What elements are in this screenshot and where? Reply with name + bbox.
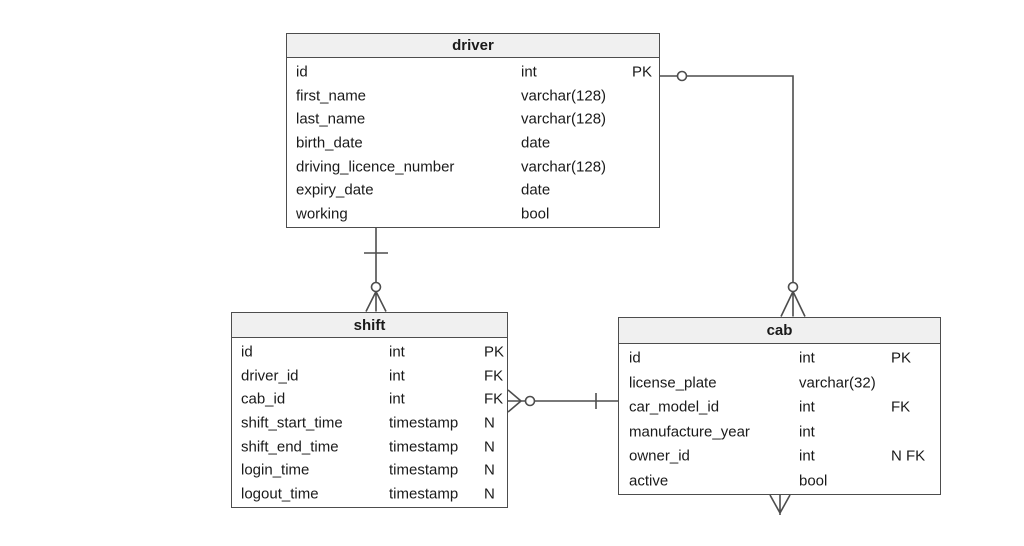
column-row: login_time timestamp N: [232, 459, 507, 483]
entity-title: cab: [619, 318, 940, 344]
column-name: shift_end_time: [241, 438, 339, 456]
column-name: owner_id: [629, 447, 690, 465]
cardinality-zero-circle-icon: [524, 395, 536, 407]
column-key: FK: [891, 398, 911, 416]
column-name: id: [629, 349, 641, 367]
column-row: driving_licence_number varchar(128): [287, 155, 659, 179]
column-name: last_name: [296, 110, 366, 128]
relationship-driver-cab[interactable]: [658, 70, 806, 317]
cardinality-many-crowsfoot-icon: [365, 291, 387, 312]
entity-title: shift: [232, 313, 507, 338]
relationship-shift-cab[interactable]: [507, 389, 619, 413]
column-row: id int PK: [619, 346, 940, 371]
column-row: manufacture_year int: [619, 420, 940, 445]
column-row: owner_id int N FK: [619, 444, 940, 469]
cardinality-zero-circle-icon: [787, 281, 799, 293]
relationship-cab-south[interactable]: [769, 494, 791, 515]
entity-driver[interactable]: driver id int PK first_name varchar(128)…: [286, 33, 660, 228]
column-type: varchar(128): [521, 158, 607, 176]
column-row: shift_start_time timestamp N: [232, 411, 507, 435]
column-key: N: [484, 414, 495, 432]
column-key: PK: [631, 63, 652, 81]
column-type: timestamp: [389, 414, 459, 432]
column-type: varchar(128): [521, 87, 607, 105]
column-type: int: [799, 398, 815, 416]
column-type: bool: [521, 205, 550, 223]
column-name: login_time: [241, 461, 310, 479]
column-row: active bool: [619, 469, 940, 494]
entity-cab[interactable]: cab id int PK license_plate varchar(32) …: [618, 317, 941, 495]
column-type: int: [799, 447, 815, 465]
column-name: shift_start_time: [241, 414, 343, 432]
cardinality-zero-circle-icon: [676, 70, 688, 82]
column-key: PK: [891, 349, 912, 367]
column-type: int: [799, 423, 815, 441]
column-key: FK: [484, 390, 504, 408]
column-name: expiry_date: [296, 181, 374, 199]
entity-shift[interactable]: shift id int PK driver_id int FK cab_id …: [231, 312, 508, 508]
cardinality-many-crowsfoot-icon: [780, 291, 806, 317]
connector-line: [658, 75, 794, 283]
column-key: FK: [484, 367, 504, 385]
column-name: active: [629, 472, 669, 490]
entity-columns: id int PK license_plate varchar(32) car_…: [619, 344, 940, 494]
relationship-driver-shift[interactable]: [364, 228, 388, 312]
column-key: N: [484, 438, 495, 456]
column-row: logout_time timestamp N: [232, 482, 507, 506]
column-name: cab_id: [241, 390, 286, 408]
column-type: timestamp: [389, 485, 459, 503]
cardinality-many-crowsfoot-icon: [769, 494, 791, 515]
column-name: first_name: [296, 87, 367, 105]
column-row: shift_end_time timestamp N: [232, 435, 507, 459]
column-name: working: [296, 205, 348, 223]
column-type: date: [521, 134, 551, 152]
column-row: working bool: [287, 202, 659, 226]
column-name: logout_time: [241, 485, 319, 503]
column-type: int: [389, 390, 405, 408]
column-key: N: [484, 461, 495, 479]
column-name: license_plate: [629, 374, 717, 392]
column-name: car_model_id: [629, 398, 720, 416]
column-key: PK: [484, 343, 505, 361]
column-name: id: [296, 63, 308, 81]
column-row: driver_id int FK: [232, 364, 507, 388]
cardinality-many-crowsfoot-icon: [507, 389, 522, 413]
column-row: birth_date date: [287, 131, 659, 155]
column-type: int: [521, 63, 537, 81]
column-type: timestamp: [389, 461, 459, 479]
column-row: first_name varchar(128): [287, 84, 659, 108]
column-type: varchar(128): [521, 110, 607, 128]
column-type: timestamp: [389, 438, 459, 456]
column-type: bool: [799, 472, 828, 490]
column-type: varchar(32): [799, 374, 876, 392]
column-type: int: [389, 343, 405, 361]
column-name: birth_date: [296, 134, 363, 152]
column-key: N FK: [891, 447, 926, 465]
column-row: expiry_date date: [287, 179, 659, 203]
column-name: driving_licence_number: [296, 158, 455, 176]
column-key: N: [484, 485, 495, 503]
entity-columns: id int PK driver_id int FK cab_id int FK…: [232, 338, 507, 507]
column-row: id int PK: [232, 340, 507, 364]
column-name: driver_id: [241, 367, 299, 385]
column-type: int: [799, 349, 815, 367]
column-type: date: [521, 181, 551, 199]
column-row: cab_id int FK: [232, 387, 507, 411]
column-row: last_name varchar(128): [287, 107, 659, 131]
entity-title: driver: [287, 34, 659, 58]
column-row: id int PK: [287, 60, 659, 84]
column-name: manufacture_year: [629, 423, 750, 441]
cardinality-zero-circle-icon: [370, 281, 382, 293]
column-name: id: [241, 343, 253, 361]
column-row: car_model_id int FK: [619, 395, 940, 420]
column-row: license_plate varchar(32): [619, 371, 940, 396]
column-type: int: [389, 367, 405, 385]
entity-columns: id int PK first_name varchar(128) last_n…: [287, 58, 659, 227]
